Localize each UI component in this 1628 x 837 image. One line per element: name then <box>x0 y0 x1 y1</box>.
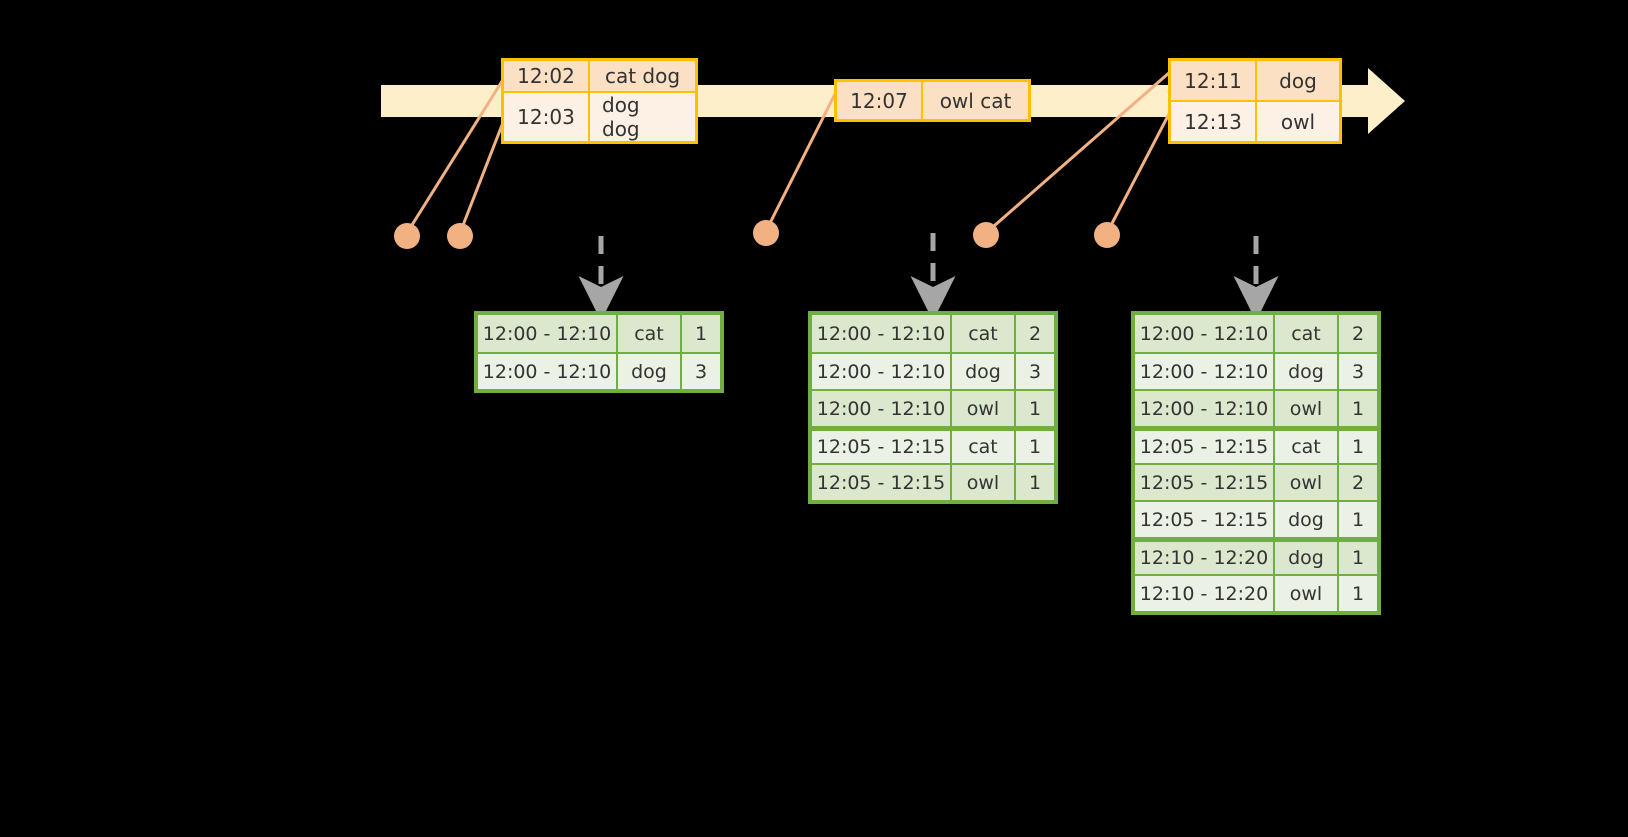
cell-word: cat <box>1275 315 1339 352</box>
cell-word: dog <box>952 354 1016 389</box>
cell-count: 1 <box>1351 436 1365 458</box>
cell-word: dog <box>1275 502 1339 537</box>
event-group-3[interactable]: 12:11 dog 12:13 owl <box>1168 58 1342 144</box>
connector-dot-3 <box>753 220 779 246</box>
cell-count: 1 <box>1351 547 1365 569</box>
cell-window: 12:00 - 12:10 <box>478 354 618 389</box>
cell-count: 2 <box>1351 471 1365 494</box>
cell-window: 12:00 - 12:10 <box>1135 354 1275 389</box>
cell-window: 12:00 - 12:10 <box>1135 391 1275 426</box>
cell-window: 12:05 - 12:15 <box>812 465 952 500</box>
event-group-1[interactable]: 12:02 cat dog 12:03 dog dog <box>501 58 698 144</box>
cell-count: 1 <box>1028 397 1042 420</box>
event-group-2[interactable]: 12:07 owl cat <box>834 79 1031 122</box>
cell-count: 1 <box>1351 397 1365 420</box>
cell-window: 12:00 - 12:10 <box>812 354 952 389</box>
cell-count: 1 <box>1351 582 1365 605</box>
cell-count: 1 <box>1351 508 1365 531</box>
dashed-arrows <box>578 233 1279 321</box>
event-words: owl cat <box>939 88 1012 113</box>
cell-word: cat <box>952 431 1016 463</box>
cell-window: 12:00 - 12:10 <box>1135 315 1275 352</box>
cell-window: 12:05 - 12:15 <box>812 431 952 463</box>
event-time: 12:13 <box>1171 102 1257 141</box>
connector-dot-5 <box>1094 222 1120 248</box>
event-row[interactable]: 12:07 owl cat <box>837 82 1028 119</box>
event-time: 12:07 <box>837 82 923 119</box>
cell-window: 12:05 - 12:15 <box>1135 431 1275 463</box>
event-time: 12:02 <box>504 61 590 91</box>
cell-window: 12:10 - 12:20 <box>1135 542 1275 574</box>
cell-window: 12:10 - 12:20 <box>1135 576 1275 611</box>
cell-count: 2 <box>1351 322 1365 345</box>
cell-window: 12:00 - 12:10 <box>812 315 952 352</box>
event-words: owl <box>1280 109 1316 134</box>
connector-dot-4 <box>973 222 999 248</box>
cell-window: 12:05 - 12:15 <box>1135 465 1275 500</box>
event-row[interactable]: 12:13 owl <box>1171 100 1339 141</box>
cell-window: 12:00 - 12:10 <box>478 315 618 352</box>
cell-count: 2 <box>1028 322 1042 345</box>
cell-word: owl <box>952 465 1016 500</box>
cell-word: owl <box>1275 391 1339 426</box>
cell-word: cat <box>1275 431 1339 463</box>
event-words: cat dog <box>604 64 681 88</box>
cell-word: dog <box>1275 354 1339 389</box>
cell-word: owl <box>1275 576 1339 611</box>
event-words: dog <box>1279 68 1317 93</box>
connector-dot-2 <box>447 223 473 249</box>
cell-window: 12:00 - 12:10 <box>812 391 952 426</box>
cell-window: 12:05 - 12:15 <box>1135 502 1275 537</box>
event-row[interactable]: 12:02 cat dog <box>504 61 695 91</box>
cell-count: 1 <box>1028 471 1042 494</box>
cell-word: owl <box>952 391 1016 426</box>
connector-dot-1 <box>394 223 420 249</box>
event-words: dog dog <box>602 93 640 141</box>
cell-word: cat <box>952 315 1016 352</box>
event-time: 12:11 <box>1171 61 1257 100</box>
event-time: 12:03 <box>504 93 590 141</box>
cell-count: 3 <box>1028 360 1042 383</box>
cell-count: 1 <box>1028 436 1042 458</box>
connector-dots <box>394 220 1120 249</box>
event-row[interactable]: 12:11 dog <box>1171 61 1339 100</box>
cell-word: cat <box>618 315 682 352</box>
cell-count: 1 <box>694 322 708 345</box>
event-row[interactable]: 12:03 dog dog <box>504 91 695 141</box>
cell-word: dog <box>1275 542 1339 574</box>
cell-count: 3 <box>1351 360 1365 383</box>
cell-word: owl <box>1275 465 1339 500</box>
cell-count: 3 <box>694 360 708 383</box>
cell-word: dog <box>618 354 682 389</box>
